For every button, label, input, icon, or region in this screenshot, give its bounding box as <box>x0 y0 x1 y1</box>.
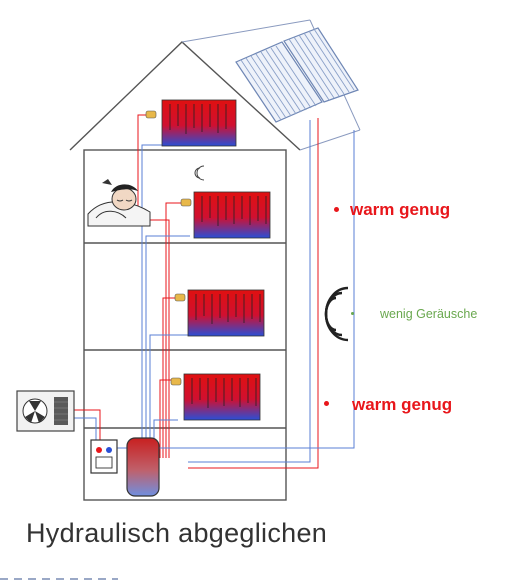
heat-pump-icon <box>16 390 75 432</box>
house-body <box>83 149 287 501</box>
bullet-warm-upper <box>334 207 339 212</box>
warm-enough-label-lower: warm genug <box>352 395 453 414</box>
warm-enough-label-upper: warm genug <box>350 200 451 219</box>
low-noise-label: wenig Geräusche <box>380 307 478 321</box>
thermostat-valve-icon <box>145 110 192 386</box>
sound-wave-icon <box>194 165 205 181</box>
controller-icon <box>90 439 118 474</box>
bullet-noise <box>351 312 354 315</box>
page-title: Hydraulisch abgeglichen <box>26 518 328 548</box>
radiator-icon <box>161 99 271 421</box>
bullet-warm-lower <box>324 401 329 406</box>
storage-tank-icon <box>126 437 160 497</box>
sleeping-person-icon <box>87 179 151 227</box>
sound-wave-icon <box>324 286 349 342</box>
solar-panel-icon <box>235 27 359 123</box>
pipes <box>72 114 355 469</box>
